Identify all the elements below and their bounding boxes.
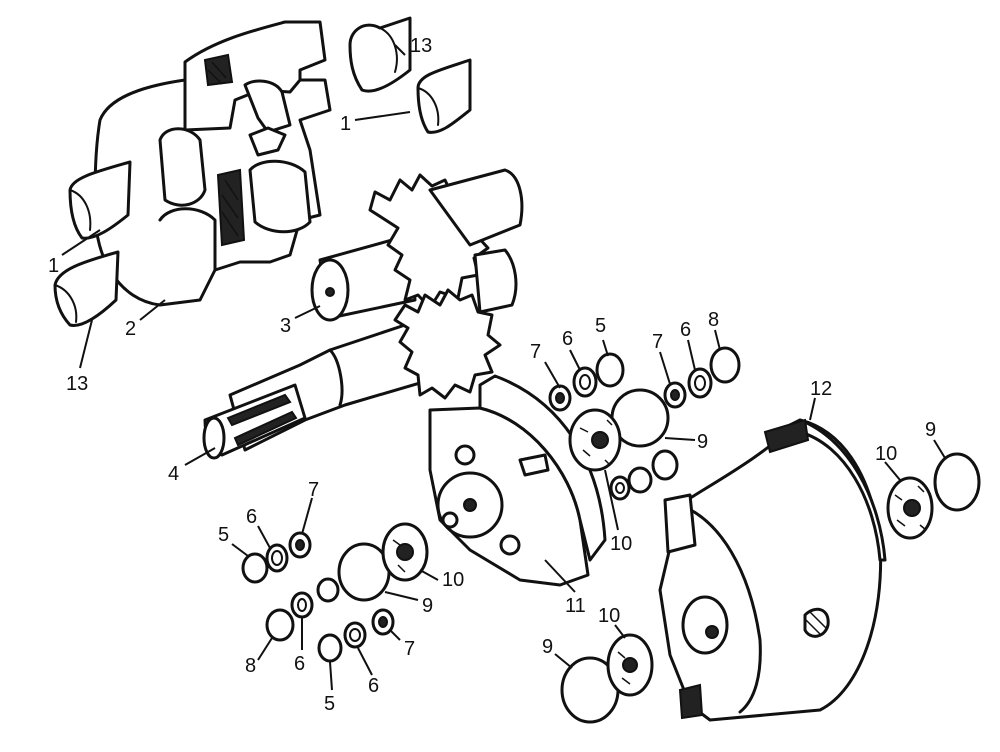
seal-ring-part-right-b — [627, 466, 653, 494]
callout-13-left: 13 — [66, 373, 88, 395]
callout-13-top: 13 — [410, 35, 432, 57]
thrust-plate-part-10-top — [568, 408, 622, 472]
callout-6-lower-b: 6 — [294, 653, 305, 675]
callout-9-top: 9 — [697, 431, 708, 453]
callout-4: 4 — [168, 463, 179, 485]
thrust-plate-part-10-right — [886, 476, 934, 540]
callout-8-lower: 8 — [245, 655, 256, 677]
callout-10-bottom: 10 — [598, 605, 620, 627]
seal-ring-part-6-lower-a — [265, 543, 289, 573]
seal-ring-part-6-lower-b — [290, 591, 314, 619]
seal-ring-part-7-lower-a — [288, 531, 312, 559]
callout-7-lower-b: 7 — [404, 638, 415, 660]
seal-ring-part-right-a — [651, 449, 679, 481]
bushing-sleeve-left-b — [53, 250, 120, 327]
callout-6-lower-a: 6 — [246, 506, 257, 528]
callout-2: 2 — [125, 318, 136, 340]
callout-10-right: 10 — [875, 443, 897, 465]
seal-ring-part-7-top-b — [663, 381, 687, 409]
seal-ring-part-6-top-a — [572, 366, 598, 398]
callout-11: 11 — [565, 595, 586, 617]
callout-9-right: 9 — [925, 419, 936, 441]
leader-lines — [61, 44, 946, 691]
callout-5-lower-b: 5 — [324, 693, 335, 715]
callout-5-top: 5 — [595, 315, 606, 337]
bushing-sleeve-top-b — [416, 58, 472, 134]
seal-ring-part-7-top-a — [548, 384, 572, 412]
bearing-block-part — [428, 374, 607, 587]
driven-gear-shaft-part — [310, 168, 524, 322]
seal-ring-part-7-lower-b — [371, 608, 395, 636]
seal-ring-part-6-top-b — [687, 367, 713, 399]
callout-10-lower: 10 — [442, 569, 464, 591]
callout-1-top: 1 — [340, 113, 351, 135]
callout-7-top-a: 7 — [530, 341, 541, 363]
pump-body-part — [93, 20, 332, 307]
seal-ring-part-6-lower-c — [343, 621, 367, 649]
seal-ring-part-5-top — [595, 352, 625, 388]
callout-3: 3 — [280, 315, 291, 337]
callout-6-lower-c: 6 — [368, 675, 379, 697]
seal-ring-part-5-lower-b — [317, 633, 343, 663]
seal-ring-part-8-top — [709, 346, 741, 384]
callout-6-top-b: 6 — [680, 319, 691, 341]
callout-7-top-b: 7 — [652, 331, 663, 353]
callout-12: 12 — [810, 378, 832, 400]
callout-7-lower-a: 7 — [308, 479, 319, 501]
callout-labels: 13 1 1 2 3 4 13 7 6 5 7 6 8 9 10 12 10 9… — [48, 35, 936, 715]
seal-ring-part-right-c — [609, 475, 631, 501]
o-ring-part-9-right — [933, 452, 981, 512]
callout-8-top: 8 — [708, 309, 719, 331]
thrust-plate-part-10-bottom — [606, 633, 654, 697]
callout-5-lower: 5 — [218, 524, 229, 546]
callout-1-left: 1 — [48, 255, 59, 277]
bushing-sleeve-top-a — [348, 16, 412, 93]
drive-gear-shaft-part — [202, 288, 502, 460]
o-ring-part-9-lower — [337, 542, 391, 602]
callout-10-top: 10 — [610, 533, 632, 555]
bushing-sleeve-left-a — [68, 160, 132, 240]
seal-ring-part-small-a — [316, 577, 340, 603]
callout-9-bottom: 9 — [542, 636, 553, 658]
callout-6-top-a: 6 — [562, 328, 573, 350]
thrust-plate-part-10-lower — [381, 522, 429, 582]
callout-9-lower: 9 — [422, 595, 433, 617]
seal-ring-part-5-lower — [241, 552, 269, 584]
pump-cover-part — [658, 418, 887, 722]
seal-ring-part-8-lower — [265, 608, 295, 642]
